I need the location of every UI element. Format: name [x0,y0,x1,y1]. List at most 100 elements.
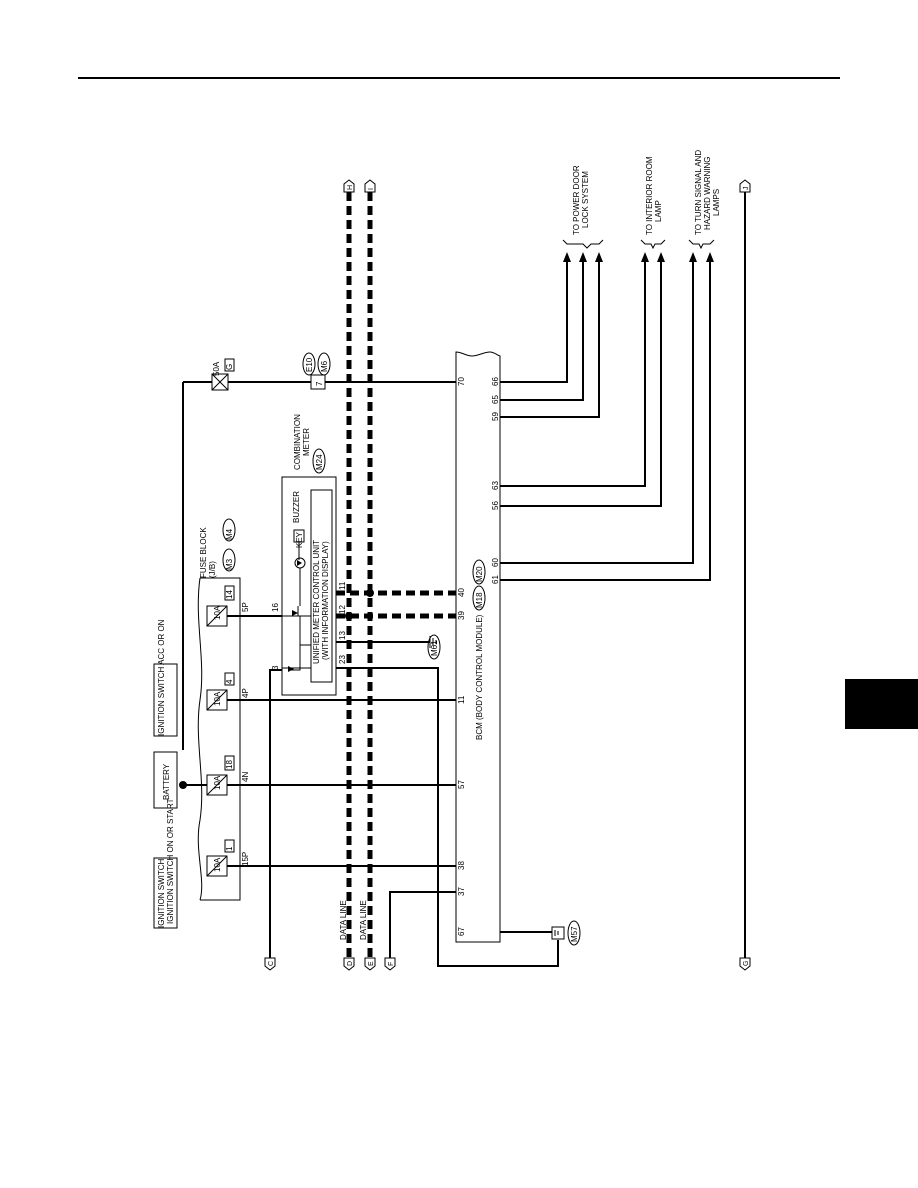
bcm-pin-11: 11 [457,695,466,704]
connector-h: H [347,185,354,190]
connector-c: C [268,961,275,966]
fuse-1-amp: 10A [213,857,222,872]
wire-meter3 [269,669,282,958]
bracket-door [562,239,604,249]
combination-meter-label-2: METER [302,428,311,456]
bcm-pin-65: 65 [491,395,500,404]
bcm-pin-59: 59 [491,412,500,421]
bcm-conn-2: M20 [475,566,484,582]
wire-bcm63 [500,260,646,487]
fusible-link-id: G [225,364,234,370]
meter-pin-12: 12 [338,605,347,614]
fuse-conn-2: M4 [225,528,234,540]
ign-on-start-label-2: IGNITION SWITCH ON OR START [166,798,175,924]
bcm-pin-70: 70 [457,377,466,386]
bcm-pin-66: 66 [491,377,500,386]
fuse-18-no: 18 [225,760,234,769]
wire-bcm66 [500,260,568,383]
fuse-1-number-box [224,839,235,853]
data-splice-2 [345,612,353,620]
bcm-pin-67: 67 [457,927,466,936]
jb-label: (J/B) [208,561,217,578]
bcm-pin-60: 60 [491,558,500,567]
meter-conn-label: M24 [315,454,324,470]
ign-on-start-box [153,857,178,929]
connector-code-ovals [222,352,581,946]
fuse-block-frame [200,577,241,901]
key-label: KEY [295,531,304,548]
bcm-pin-39: 39 [457,611,466,620]
wire-meter23 [336,667,559,967]
fusible-link-id-box [224,358,235,372]
section-index-tab [845,679,918,729]
ign-acc-on-box [153,663,178,737]
to-turn-label-1: TO TURN SIGNAL AND [694,150,703,235]
to-power-door-label-2: LOCK SYSTEM [581,171,590,228]
meter-diode-1 [292,610,298,616]
fuse-18-number-box [224,755,235,771]
fuse-1-conn: 15P [241,852,250,866]
wire-bcm65 [500,260,584,401]
combination-meter-box [281,476,337,696]
connector-d: D [347,961,354,966]
fuse-block-label: FUSE BLOCK [199,527,208,578]
meter-pin-13: 13 [338,631,347,640]
jc-pin-label: 7 [315,381,324,386]
bcm-pin-38: 38 [457,861,466,870]
wire-bcm60 [500,260,694,564]
fuse-4-no: 4 [225,679,234,684]
wire-bcm59 [500,260,600,418]
jc-1-label: E10 [305,357,314,372]
key-indicator-icon [294,557,306,569]
fuse-4-amp: 10A [213,691,222,706]
fusible-link-50a [211,373,229,391]
fuse-14-no: 14 [225,590,234,599]
to-power-door-label-1: TO POWER DOOR [572,165,581,235]
key-indicator-arrow [297,560,302,566]
bcm-conn-1: M18 [475,592,484,608]
wire-bcm61 [500,260,711,581]
meter-pin-11: 11 [338,581,347,590]
meter-diode-2 [288,666,294,672]
fuse-4 [206,689,228,711]
ground-bcm-label: M57 [570,926,579,942]
connector-i: I [368,188,375,190]
fuse-14-amp: 10A [213,605,222,620]
battery-splice [179,781,187,789]
bcm-pin-57: 57 [457,780,466,789]
wire-bcm56 [500,260,662,507]
meter-pin-23: 23 [338,655,347,664]
fuse-4-number-box [224,672,235,686]
fuse-4-conn: 4P [241,688,250,698]
ground-meter-label: M61 [430,640,439,656]
unified-meter-box [310,489,333,683]
to-turn-label-3: LAMPS [712,189,721,216]
bracket-interior [640,239,666,250]
combination-meter-label-1: COMBINATION [293,414,302,470]
connector-j: J [743,187,750,191]
info-display-label: (WITH INFORMATION DISPLAY) [321,541,330,660]
fuse-1-no: 1 [225,846,234,851]
bcm-pin-37: 37 [457,887,466,896]
meter-pin-16: 16 [271,603,280,612]
wire-bcm37 [389,891,456,958]
bcm-pin-61: 61 [491,575,500,584]
fuse-block-edge [197,577,203,901]
battery-box [153,751,178,809]
meter-internal [282,568,311,671]
ign-on-start-label-1: IGNITION SWITCH [157,858,166,928]
ground-icon-bcm [551,926,565,940]
connector-e: E [368,961,375,966]
buzzer-label: BUZZER [292,491,301,523]
fuse-14 [206,605,228,627]
unified-meter-label: UNIFIED METER CONTROL UNIT [312,540,321,664]
data-line-1-label: DATA LINE [339,900,348,940]
to-interior-label-1: TO INTERIOR ROOM [645,156,654,235]
connector-f: F [388,962,395,966]
fuse-14-number-box [224,585,235,601]
output-arrows [563,252,714,262]
ign-acc-on-label: IGNITION SWITCH ACC OR ON [157,619,166,736]
bcm-pin-40: 40 [457,588,466,597]
bracket-turn [688,239,715,250]
